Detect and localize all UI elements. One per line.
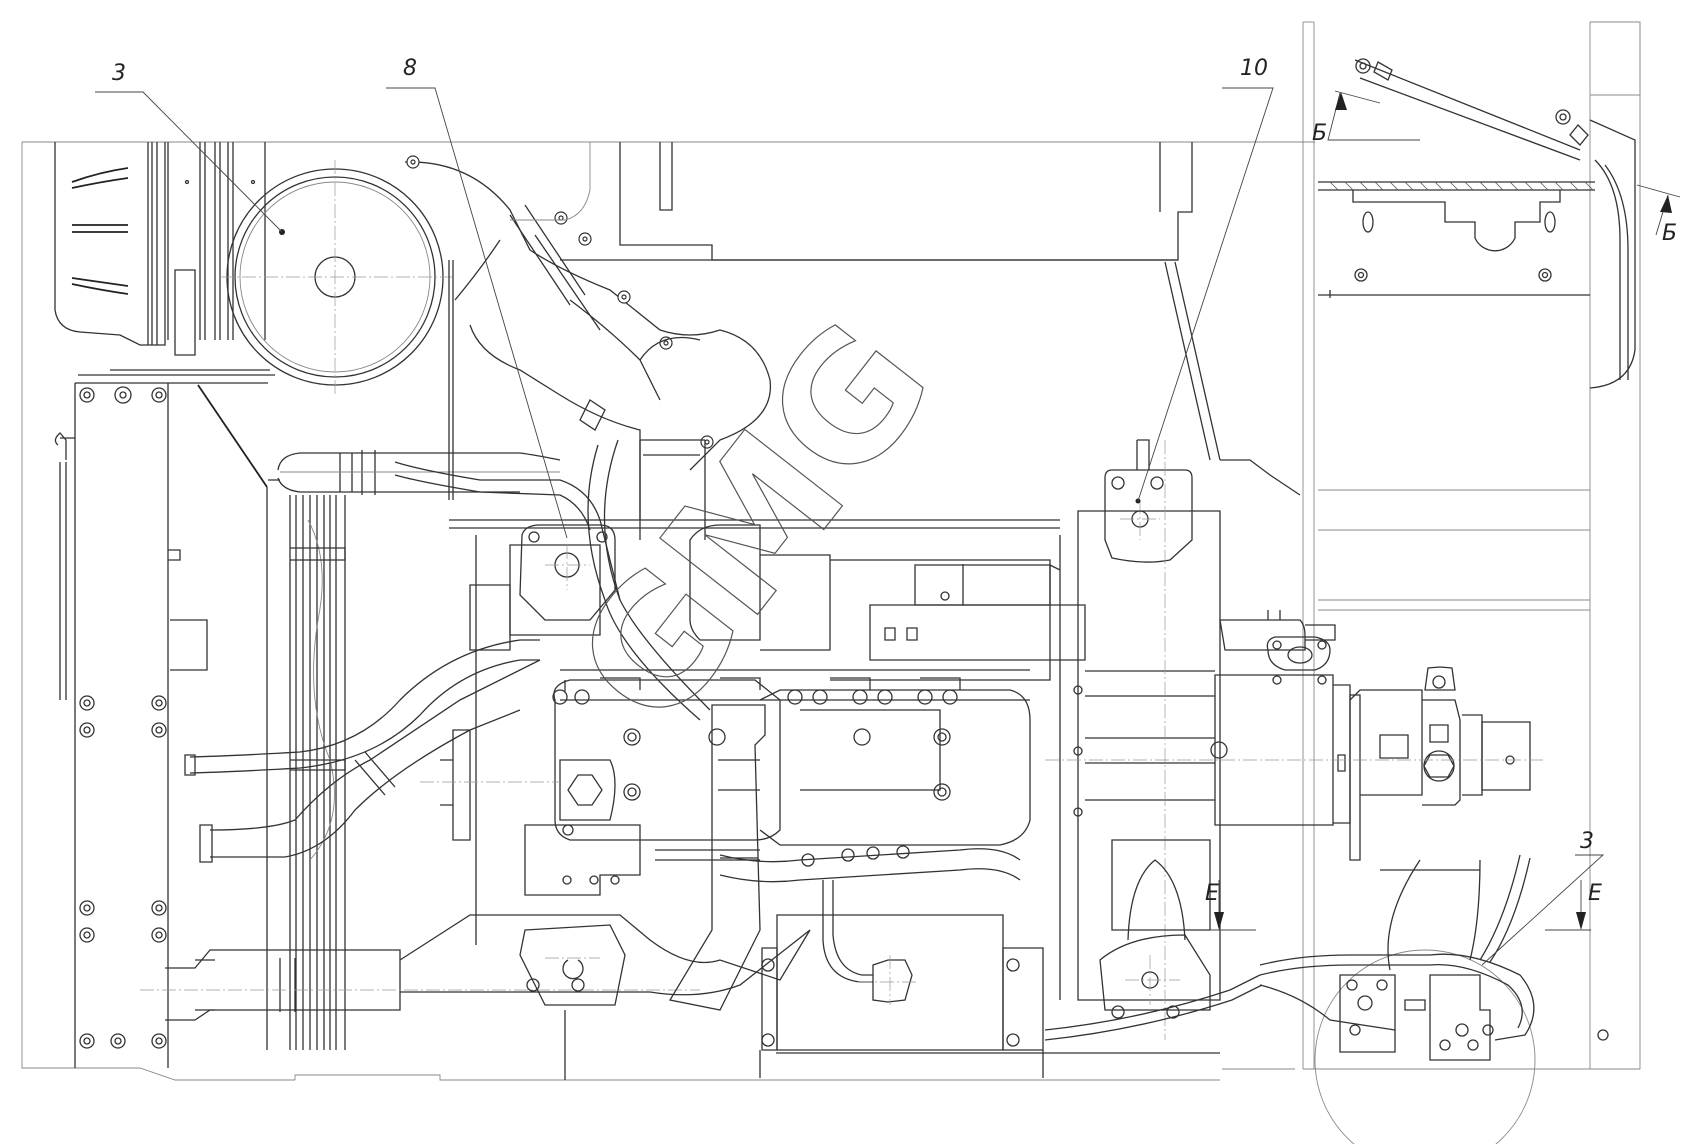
rear-engine-mount-lower — [1099, 839, 1211, 1019]
section-e-left: Е — [1205, 880, 1256, 931]
section-e-right: Е — [1545, 880, 1602, 931]
callout-3-bottom: 3 — [1481, 829, 1605, 966]
section-b-upper: Б — [1312, 90, 1420, 146]
callout-3-top: 3 — [95, 61, 283, 233]
section-b-right: Б — [1636, 184, 1681, 246]
callout-3-top-label: 3 — [112, 61, 126, 86]
radiator — [54, 382, 346, 1068]
callout-10-label: 10 — [1240, 56, 1268, 81]
rear-engine-mount-upper — [1073, 439, 1221, 1040]
section-e-right-label: Е — [1588, 881, 1602, 906]
section-b-right-label: Б — [1662, 221, 1677, 246]
hydraulic-tank — [759, 880, 1220, 1078]
air-filter — [54, 142, 452, 395]
callout-8: 8 — [386, 56, 568, 539]
section-e-left-label: Е — [1205, 881, 1219, 906]
coolant-pipes — [140, 450, 811, 1021]
front-lower-mount — [519, 924, 626, 1080]
section-b-upper-label: Б — [1312, 121, 1327, 146]
intake-pipe — [404, 155, 772, 540]
chassis-frame — [21, 21, 1641, 1081]
cabin-wall-section — [1318, 58, 1636, 389]
front-engine-mount — [519, 524, 616, 621]
callout-10: 10 — [1137, 56, 1274, 502]
control-valve — [1044, 854, 1609, 1144]
callout-3-bottom-label: 3 — [1580, 829, 1594, 854]
callout-8-label: 8 — [403, 56, 417, 81]
hydraulic-pump — [1045, 610, 1545, 861]
central-pipe — [394, 439, 766, 1011]
cab-outline — [448, 142, 1301, 500]
engine-block — [420, 519, 1086, 1000]
